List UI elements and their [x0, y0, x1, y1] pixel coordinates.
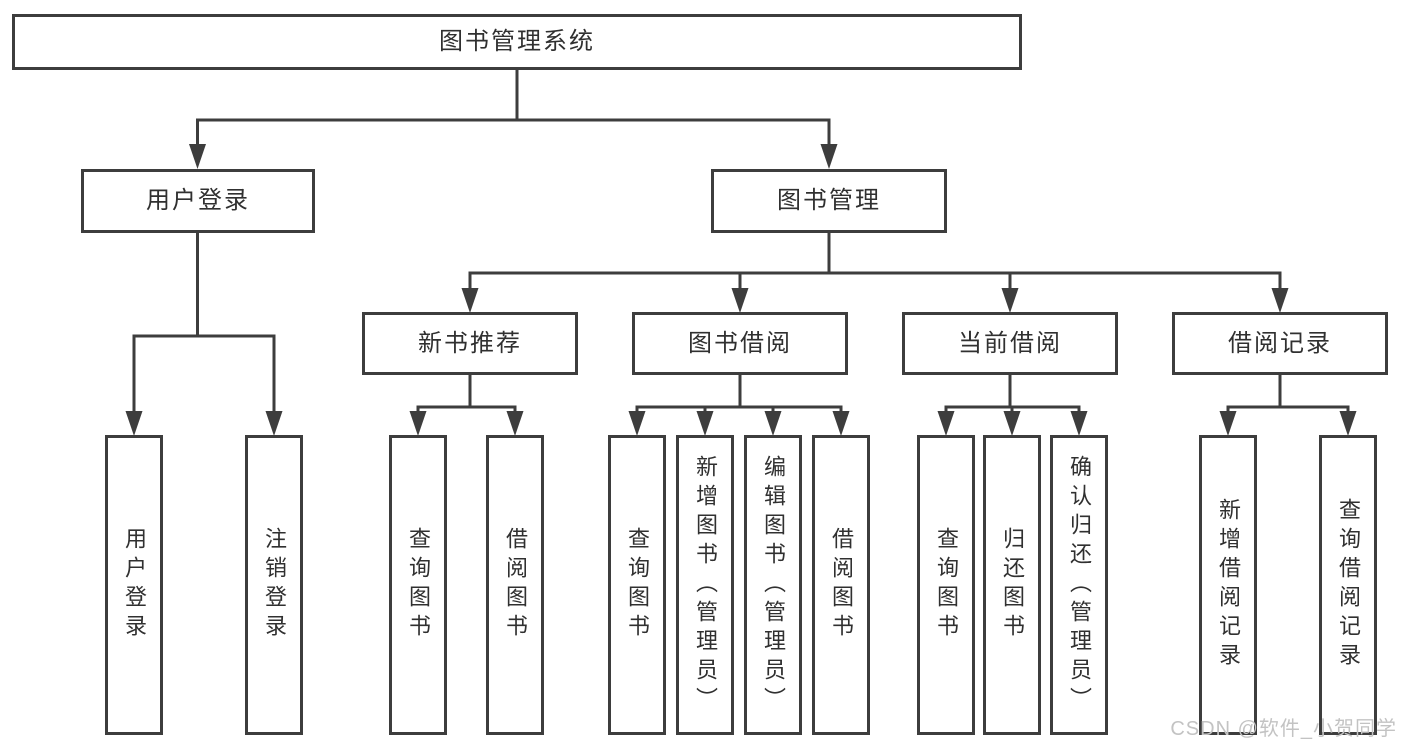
leaf-br-query-record: 查询借阅记录 — [1319, 435, 1377, 735]
leaf-br-add-record-label: 新增借阅记录 — [1216, 498, 1241, 672]
node-book-management-label: 图书管理 — [777, 187, 881, 214]
node-user-login-label: 用户登录 — [146, 187, 250, 214]
node-borrowing-records-label: 借阅记录 — [1228, 329, 1332, 357]
node-current-borrowing: 当前借阅 — [902, 312, 1118, 375]
node-user-login: 用户登录 — [81, 169, 315, 233]
leaf-cb-confirm-return-admin: 确认归还（管理员） — [1050, 435, 1108, 735]
leaf-user-login-label: 用户登录 — [122, 527, 147, 643]
node-book-borrowing: 图书借阅 — [632, 312, 848, 375]
leaf-br-add-record: 新增借阅记录 — [1199, 435, 1257, 735]
leaf-bb-add-book-admin-label: 新增图书（管理员） — [693, 454, 718, 716]
leaf-cb-return-books: 归还图书 — [983, 435, 1041, 735]
leaf-bb-query-books-label: 查询图书 — [625, 527, 650, 643]
leaf-bb-edit-book-admin-label: 编辑图书（管理员） — [761, 454, 786, 716]
csdn-watermark: CSDN @软件_小贺同学 — [1170, 718, 1397, 740]
node-root-label: 图书管理系统 — [439, 28, 595, 55]
leaf-cb-query-books-label: 查询图书 — [934, 527, 959, 643]
leaf-bb-query-books: 查询图书 — [608, 435, 666, 735]
node-borrowing-records: 借阅记录 — [1172, 312, 1388, 375]
node-book-borrowing-label: 图书借阅 — [688, 329, 792, 357]
leaf-nb-query-books-label: 查询图书 — [406, 527, 431, 643]
leaf-logout: 注销登录 — [245, 435, 303, 735]
node-book-management: 图书管理 — [711, 169, 947, 233]
leaf-cb-query-books: 查询图书 — [917, 435, 975, 735]
leaf-nb-query-books: 查询图书 — [389, 435, 447, 735]
leaf-nb-borrow-books: 借阅图书 — [486, 435, 544, 735]
leaf-bb-borrow-books-label: 借阅图书 — [829, 527, 854, 643]
node-current-borrowing-label: 当前借阅 — [958, 329, 1062, 357]
leaf-user-login: 用户登录 — [105, 435, 163, 735]
leaf-bb-add-book-admin: 新增图书（管理员） — [676, 435, 734, 735]
leaf-bb-edit-book-admin: 编辑图书（管理员） — [744, 435, 802, 735]
leaf-br-query-record-label: 查询借阅记录 — [1336, 498, 1361, 672]
node-new-book-recommend-label: 新书推荐 — [418, 329, 522, 357]
leaf-bb-borrow-books: 借阅图书 — [812, 435, 870, 735]
leaf-cb-confirm-return-admin-label: 确认归还（管理员） — [1067, 454, 1092, 716]
leaf-logout-label: 注销登录 — [262, 527, 287, 643]
node-new-book-recommend: 新书推荐 — [362, 312, 578, 375]
node-root: 图书管理系统 — [12, 14, 1022, 70]
leaf-nb-borrow-books-label: 借阅图书 — [503, 527, 528, 643]
leaf-cb-return-books-label: 归还图书 — [1000, 527, 1025, 643]
arrowheads — [125, 144, 1357, 436]
